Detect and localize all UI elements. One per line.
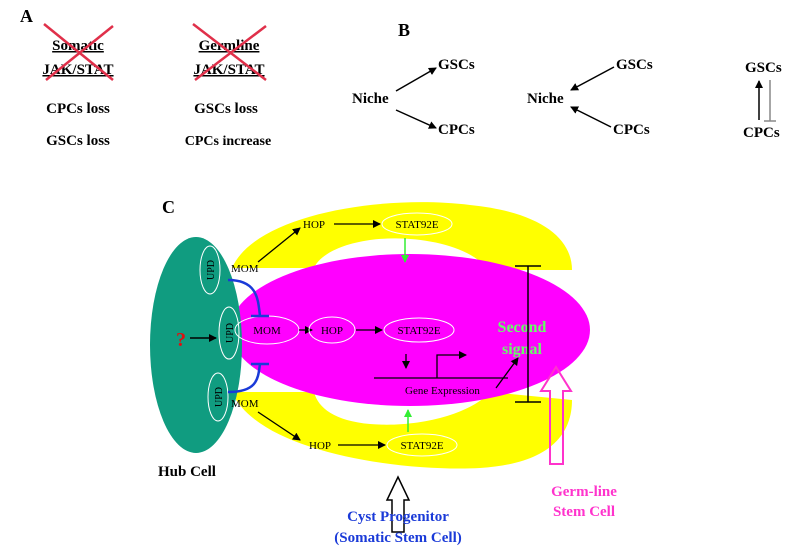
panel-a-right-line2: CPCs increase — [185, 134, 271, 149]
hop-bottom-label: HOP — [309, 440, 331, 452]
stat-germline: STAT92E — [383, 317, 455, 343]
hop-top-label: HOP — [303, 219, 325, 231]
germline-label-line2: Stem Cell — [553, 504, 615, 520]
b1-cpcs: CPCs — [438, 122, 475, 138]
cyst-progenitor-cell-bottom — [232, 392, 572, 469]
hub-cell — [150, 237, 242, 453]
cyst-pointer-arrow — [385, 475, 411, 533]
blue-inhibitor-top — [227, 278, 269, 318]
upd-middle-label: UPD — [225, 323, 236, 343]
stat-top-label: STAT92E — [395, 219, 438, 231]
cross-mark-left — [43, 23, 114, 81]
second-signal-inhibition-bar — [515, 265, 541, 403]
hop-germline-label: HOP — [321, 325, 343, 337]
b2-niche: Niche — [527, 91, 564, 107]
b3-cpcs: CPCs — [743, 125, 780, 141]
b2-arrow-cpcs-to-niche — [570, 106, 612, 128]
mom-top-label: MOM — [231, 263, 259, 275]
panel-a-left-line1: CPCs loss — [46, 101, 110, 117]
mom-bottom-label: MOM — [231, 398, 259, 410]
stat-bottom: STAT92E — [386, 433, 458, 457]
b2-gscs: GSCs — [616, 57, 653, 73]
stat-bottom-label: STAT92E — [400, 440, 443, 452]
upd-bottom-label: UPD — [214, 387, 225, 407]
b1-arrow-niche-to-gscs — [395, 67, 437, 92]
b1-niche: Niche — [352, 91, 389, 107]
b2-arrow-gscs-to-niche — [570, 66, 615, 91]
second-signal-line1: Second — [498, 319, 547, 336]
b3-gscs: GSCs — [745, 60, 782, 76]
stat-germline-label: STAT92E — [397, 325, 440, 337]
panel-a-right-line1: GSCs loss — [194, 101, 258, 117]
gene-promoter — [374, 351, 508, 379]
b3-inhibit-gscs-to-cpcs — [764, 80, 776, 122]
germline-pointer-arrow — [539, 365, 573, 465]
blue-inhibitor-bottom — [227, 362, 269, 394]
upd-ligand-top: UPD — [199, 245, 221, 295]
top-mom-to-hop-arrow — [257, 227, 301, 263]
upd-top-label: UPD — [206, 260, 217, 280]
cyst-progenitor-label: Cyst Progenitor — [347, 509, 449, 525]
cross-mark-right — [192, 23, 267, 81]
panel-a-left-line2: GSCs loss — [46, 133, 110, 149]
hop-germline: HOP — [308, 316, 356, 344]
stat-top: STAT92E — [381, 212, 453, 236]
hub-cell-label: Hub Cell — [158, 464, 216, 480]
unknown-signal-question-mark: ? — [176, 329, 186, 351]
b1-gscs: GSCs — [438, 57, 475, 73]
b2-cpcs: CPCs — [613, 122, 650, 138]
cyst-progenitor-cell-top — [232, 202, 572, 270]
gene-expression-label: Gene Expression — [405, 385, 480, 397]
germline-stem-cell — [230, 254, 590, 406]
panel-b-letter: B — [398, 20, 410, 40]
gene-to-signal-arrow — [495, 357, 519, 389]
b1-arrow-niche-to-cpcs — [395, 109, 437, 129]
bottom-mom-to-hop-arrow — [257, 411, 301, 441]
mom-middle-label: MOM — [253, 325, 281, 337]
germline-label-line1: Germ-line — [551, 484, 617, 500]
panel-c-letter: C — [162, 197, 175, 217]
upd-ligand-middle: UPD — [218, 306, 240, 360]
somatic-stem-cell-label: (Somatic Stem Cell) — [334, 530, 461, 546]
upd-ligand-bottom: UPD — [207, 372, 229, 422]
second-signal-line2: signal — [502, 341, 543, 358]
panel-a-letter: A — [20, 6, 33, 26]
